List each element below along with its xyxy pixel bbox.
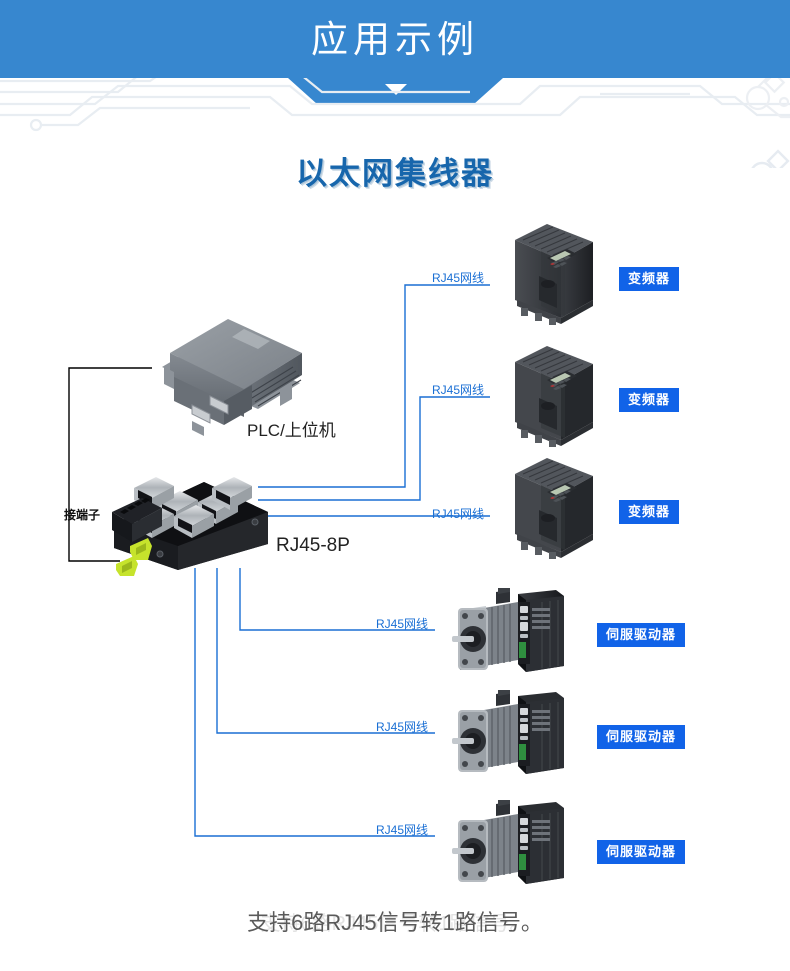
badge-vfd-2: 变频器 xyxy=(619,388,680,413)
badge-servo-2: 伺服驱动器 xyxy=(597,725,686,750)
servo-device-image-3 xyxy=(452,800,564,884)
hub-label: RJ45-8P xyxy=(276,535,350,556)
footer-note-watermark: 支持6路RJ45信号转1路信号。 xyxy=(260,913,530,935)
wire-label-rj45-4: RJ45网线 xyxy=(376,617,429,631)
badge-vfd-3: 变频器 xyxy=(619,500,680,525)
servo-device-image-2 xyxy=(452,690,564,774)
footer-note: 支持6路RJ45信号转1路信号。 xyxy=(247,910,543,935)
wire-label-rj45-3: RJ45网线 xyxy=(432,507,485,521)
servo-device-image-1 xyxy=(452,588,564,672)
wire-label-rj45-2: RJ45网线 xyxy=(432,383,485,397)
rj45-hub-device-image xyxy=(112,477,268,576)
badge-vfd-1: 变频器 xyxy=(619,267,680,292)
wire-label-rj45-6: RJ45网线 xyxy=(376,823,429,837)
plc-device-image xyxy=(162,319,302,436)
vfd-device-image-1 xyxy=(515,224,593,325)
wire-label-rj45-1: RJ45网线 xyxy=(432,271,485,285)
terminal-label: 接端子 xyxy=(64,508,101,522)
page-title: 应用示例 xyxy=(311,18,479,60)
badge-servo-1: 伺服驱动器 xyxy=(597,623,686,648)
wire-label-rj45-5: RJ45网线 xyxy=(376,720,429,734)
page-header-banner: 应用示例 xyxy=(0,0,790,78)
vfd-device-image-2 xyxy=(515,346,593,447)
vfd-device-image-3 xyxy=(515,458,593,559)
section-title: 以太网集线器 xyxy=(296,156,494,192)
plc-label: PLC/上位机 xyxy=(247,421,336,440)
badge-servo-3: 伺服驱动器 xyxy=(597,840,686,865)
